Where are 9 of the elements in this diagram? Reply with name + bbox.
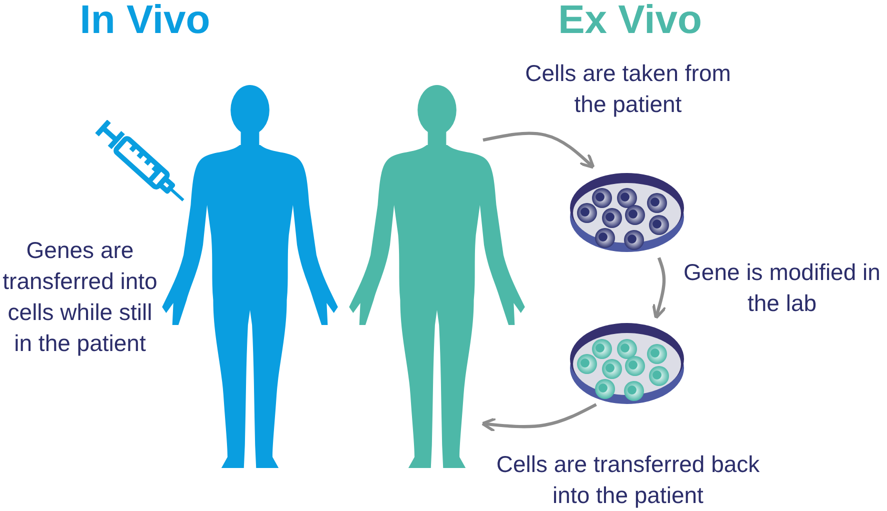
- curved-arrow: [652, 257, 668, 320]
- curved-arrow: [480, 403, 597, 433]
- curved-arrow: [482, 132, 595, 169]
- heading: In Vivo: [78, 0, 212, 44]
- edge-label: Cells are transferred back into the patient: [495, 450, 761, 510]
- caption-text: Genes are transferred into cells while still in the patient: [2, 236, 158, 358]
- heading: Ex Vivo: [557, 0, 703, 44]
- edge-label: Gene is modified in the lab: [682, 258, 882, 318]
- edge-label: Cells are taken from the patient: [524, 59, 732, 119]
